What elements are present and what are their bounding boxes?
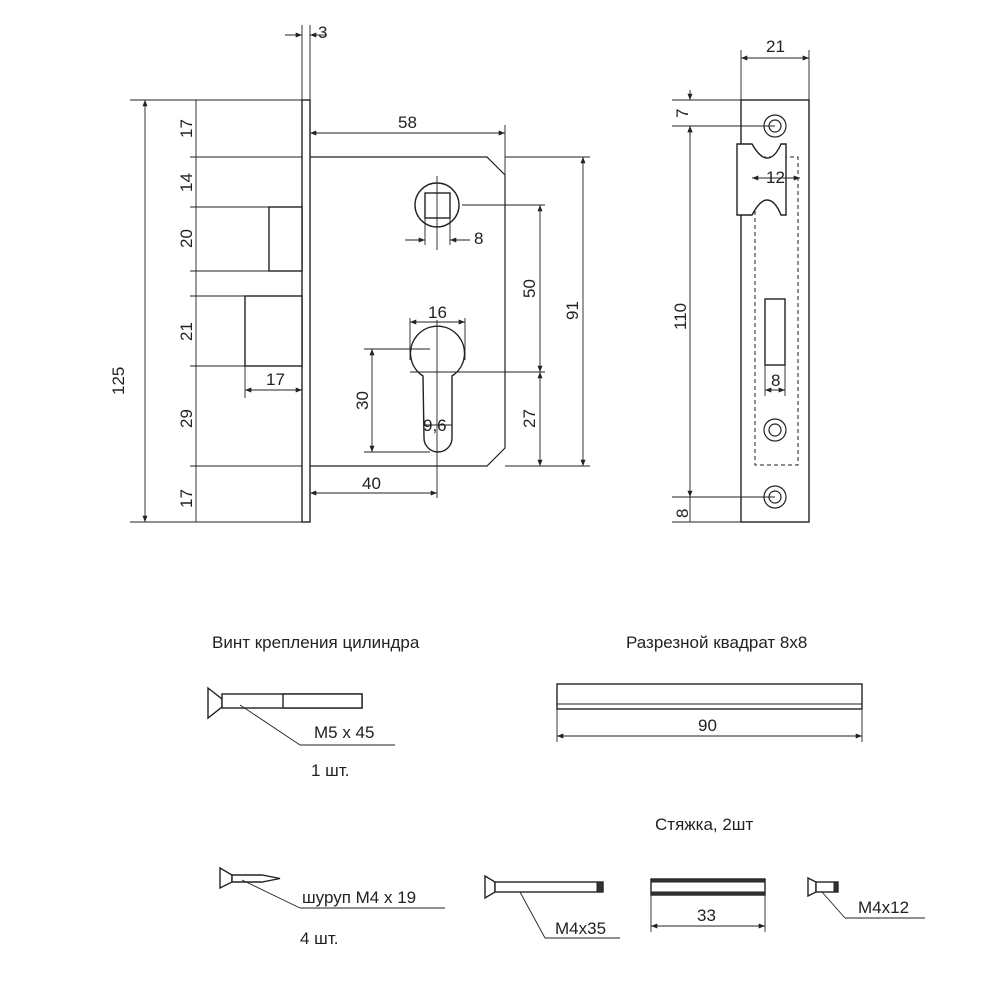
dim-latch-slot-width: 12 xyxy=(766,168,785,187)
dim-faceplate-thickness: 3 xyxy=(318,23,327,42)
lock-body-outline xyxy=(310,156,506,467)
faceplate xyxy=(301,99,311,523)
dim-cylinder-length: 30 xyxy=(353,391,372,410)
split-spindle-length: 90 xyxy=(698,716,717,735)
dim-bolt-slot-width: 8 xyxy=(771,371,780,390)
dim-seg-bottom: 17 xyxy=(177,489,196,508)
dim-latch-height: 20 xyxy=(177,229,196,248)
wood-screw-qty: 4 шт. xyxy=(300,929,338,948)
dead-bolt xyxy=(244,295,303,367)
dim-hole-spacing: 110 xyxy=(671,303,690,330)
part-tie: Стяжка, 2шт M4x35 33 M4x12 xyxy=(484,815,925,939)
cylinder-hole xyxy=(409,325,466,453)
dim-spindle-to-cylinder: 50 xyxy=(520,279,539,298)
spindle-square-hole xyxy=(424,192,451,219)
dim-spindle-square: 8 xyxy=(474,229,483,248)
part-wood-screw: шуруп M4 x 19 4 шт. xyxy=(219,866,445,948)
dim-seg-top: 17 xyxy=(177,119,196,138)
cylinder-screw-size: M5 x 45 xyxy=(314,723,374,742)
dim-cylinder-to-bottom: 27 xyxy=(520,409,539,428)
tie-sleeve-length: 33 xyxy=(697,906,716,925)
dim-backset-top: 58 xyxy=(398,113,417,132)
dim-total-height: 125 xyxy=(109,367,128,395)
dim-bottom-hole: 8 xyxy=(673,509,692,518)
dim-backset: 40 xyxy=(362,474,381,493)
tie-screw-short: M4x12 xyxy=(858,898,909,917)
wood-screw-label: шуруп M4 x 19 xyxy=(302,888,416,907)
dim-faceplate-width: 21 xyxy=(766,37,785,56)
dim-top-hole: 7 xyxy=(673,109,692,118)
dim-seg-2: 14 xyxy=(177,173,196,192)
lock-side-view: 21 7 110 8 12 8 xyxy=(671,37,810,523)
cylinder-screw-title: Винт крепления цилиндра xyxy=(212,633,420,652)
latch-bolt xyxy=(268,206,303,272)
screw-hole-middle xyxy=(763,418,787,442)
split-spindle-title: Разрезной квадрат 8x8 xyxy=(626,633,807,652)
dim-seg-5: 29 xyxy=(177,409,196,428)
cylinder-screw-qty: 1 шт. xyxy=(311,761,349,780)
part-cylinder-screw: Винт крепления цилиндра M5 x 45 1 шт. xyxy=(207,633,420,780)
part-split-spindle: Разрезной квадрат 8x8 90 xyxy=(556,633,863,742)
dim-bolt-throw: 17 xyxy=(266,370,285,389)
dim-cylinder-width: 16 xyxy=(428,303,447,322)
tie-title: Стяжка, 2шт xyxy=(655,815,753,834)
lock-front-view: 125 17 14 20 21 29 17 3 58 8 16 30 xyxy=(109,23,590,523)
dim-cylinder-small: 9,6 xyxy=(423,416,447,435)
bolt-slot xyxy=(764,298,786,366)
tie-screw-long: M4x35 xyxy=(555,919,606,938)
dim-bolt-height: 21 xyxy=(177,322,196,341)
dim-body-height: 91 xyxy=(563,301,582,320)
